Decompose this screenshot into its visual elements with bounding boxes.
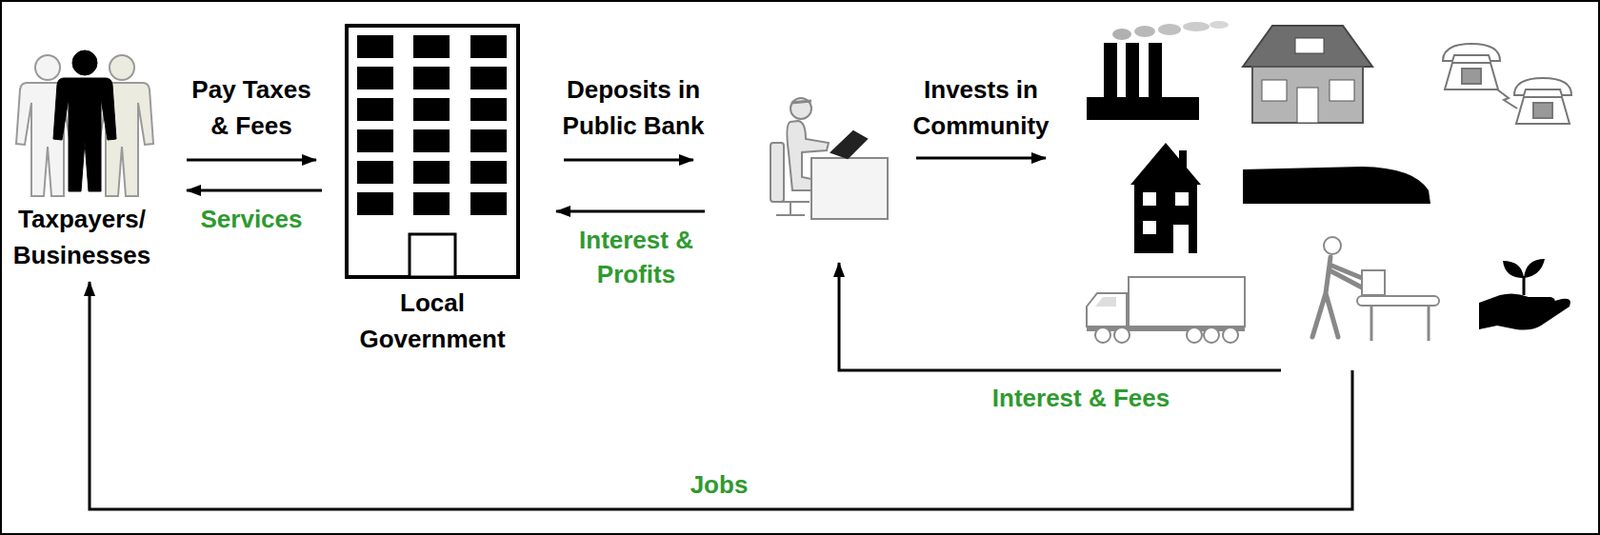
smoke xyxy=(1158,23,1181,36)
flow-arrow xyxy=(89,281,1353,510)
phone-icon xyxy=(1514,78,1572,124)
node-label: Taxpayers/ Businesses xyxy=(0,200,164,274)
factory-icon xyxy=(1086,20,1229,120)
house-wall xyxy=(1252,66,1363,123)
truck-wheel xyxy=(1186,327,1202,343)
chair-base xyxy=(773,201,810,216)
building-windows xyxy=(357,35,507,216)
conveyor xyxy=(1357,296,1440,306)
flow-arrow xyxy=(556,210,705,214)
truck-wheel xyxy=(1222,327,1239,343)
conveyor-legs xyxy=(1371,305,1429,341)
arrow-label: Services xyxy=(175,200,328,238)
truck-cab xyxy=(1086,293,1127,327)
smoke xyxy=(1209,20,1229,29)
banker-cap xyxy=(791,100,812,103)
worker-head xyxy=(1323,237,1341,255)
smoke xyxy=(1112,28,1132,40)
signal-bolt xyxy=(1497,89,1518,109)
flow-arrow xyxy=(563,159,694,162)
flow-node xyxy=(1080,20,1581,371)
chair-back xyxy=(770,142,784,202)
chimney xyxy=(1125,42,1140,100)
chimney xyxy=(1103,42,1118,100)
flow-arrow xyxy=(916,157,1046,160)
phone-icon xyxy=(1442,43,1500,90)
smoke xyxy=(1182,21,1210,32)
parcel xyxy=(1361,270,1385,296)
truck-wheel xyxy=(1095,327,1111,343)
truck-wheel xyxy=(1114,327,1130,343)
truck-chassis xyxy=(1086,326,1245,332)
flow-node: Taxpayers/ Businesses xyxy=(0,52,164,277)
node-label: Local Government xyxy=(328,284,537,358)
plant-leaves xyxy=(1502,259,1545,279)
hand xyxy=(1479,293,1571,330)
worker-body xyxy=(1312,257,1362,338)
building-door xyxy=(409,234,456,278)
desk xyxy=(811,158,888,220)
flow-arrow xyxy=(186,189,322,193)
chimney xyxy=(1148,42,1162,100)
house-window xyxy=(1142,220,1157,235)
truck-icon xyxy=(1086,277,1245,343)
house-door xyxy=(1173,224,1189,254)
flow-arrow xyxy=(186,159,317,162)
flow-node xyxy=(761,90,896,224)
arrow-label: Deposits in Public Bank xyxy=(545,71,722,144)
house-body xyxy=(1130,142,1201,254)
person-icon xyxy=(53,50,117,192)
house-roof xyxy=(1242,25,1373,67)
flow-arrow xyxy=(839,262,1281,371)
smoke xyxy=(1134,25,1156,38)
flow-node: Local Government xyxy=(328,20,537,364)
arrow-label: Interest & Fees xyxy=(966,380,1196,416)
truck-window xyxy=(1095,297,1117,307)
banker-head xyxy=(790,98,812,120)
arrow-label: Interest & Profits xyxy=(569,222,703,292)
house-window xyxy=(1329,80,1355,101)
arrow-label: Invests in Community xyxy=(909,71,1053,144)
house-window xyxy=(1142,192,1157,206)
building-icon xyxy=(346,25,519,278)
monitor xyxy=(831,131,867,159)
house-chimney xyxy=(1179,150,1187,170)
train-icon xyxy=(1242,166,1431,204)
house-window xyxy=(1261,80,1287,101)
house-icon xyxy=(1242,25,1373,123)
truck-wheel xyxy=(1203,327,1220,343)
plant-stem xyxy=(1522,276,1526,296)
house-window xyxy=(1175,192,1189,206)
truck-trailer xyxy=(1128,277,1245,327)
black-house-icon xyxy=(1130,142,1201,254)
arrow-label: Jobs xyxy=(661,467,777,502)
plant-hand-icon xyxy=(1479,259,1571,331)
house-skylight xyxy=(1295,38,1324,54)
arrow-label: Pay Taxes & Fees xyxy=(184,71,319,144)
factory-base xyxy=(1086,97,1200,120)
worker-icon xyxy=(1312,237,1440,341)
banker-icon xyxy=(770,98,888,220)
house-door xyxy=(1297,87,1319,123)
